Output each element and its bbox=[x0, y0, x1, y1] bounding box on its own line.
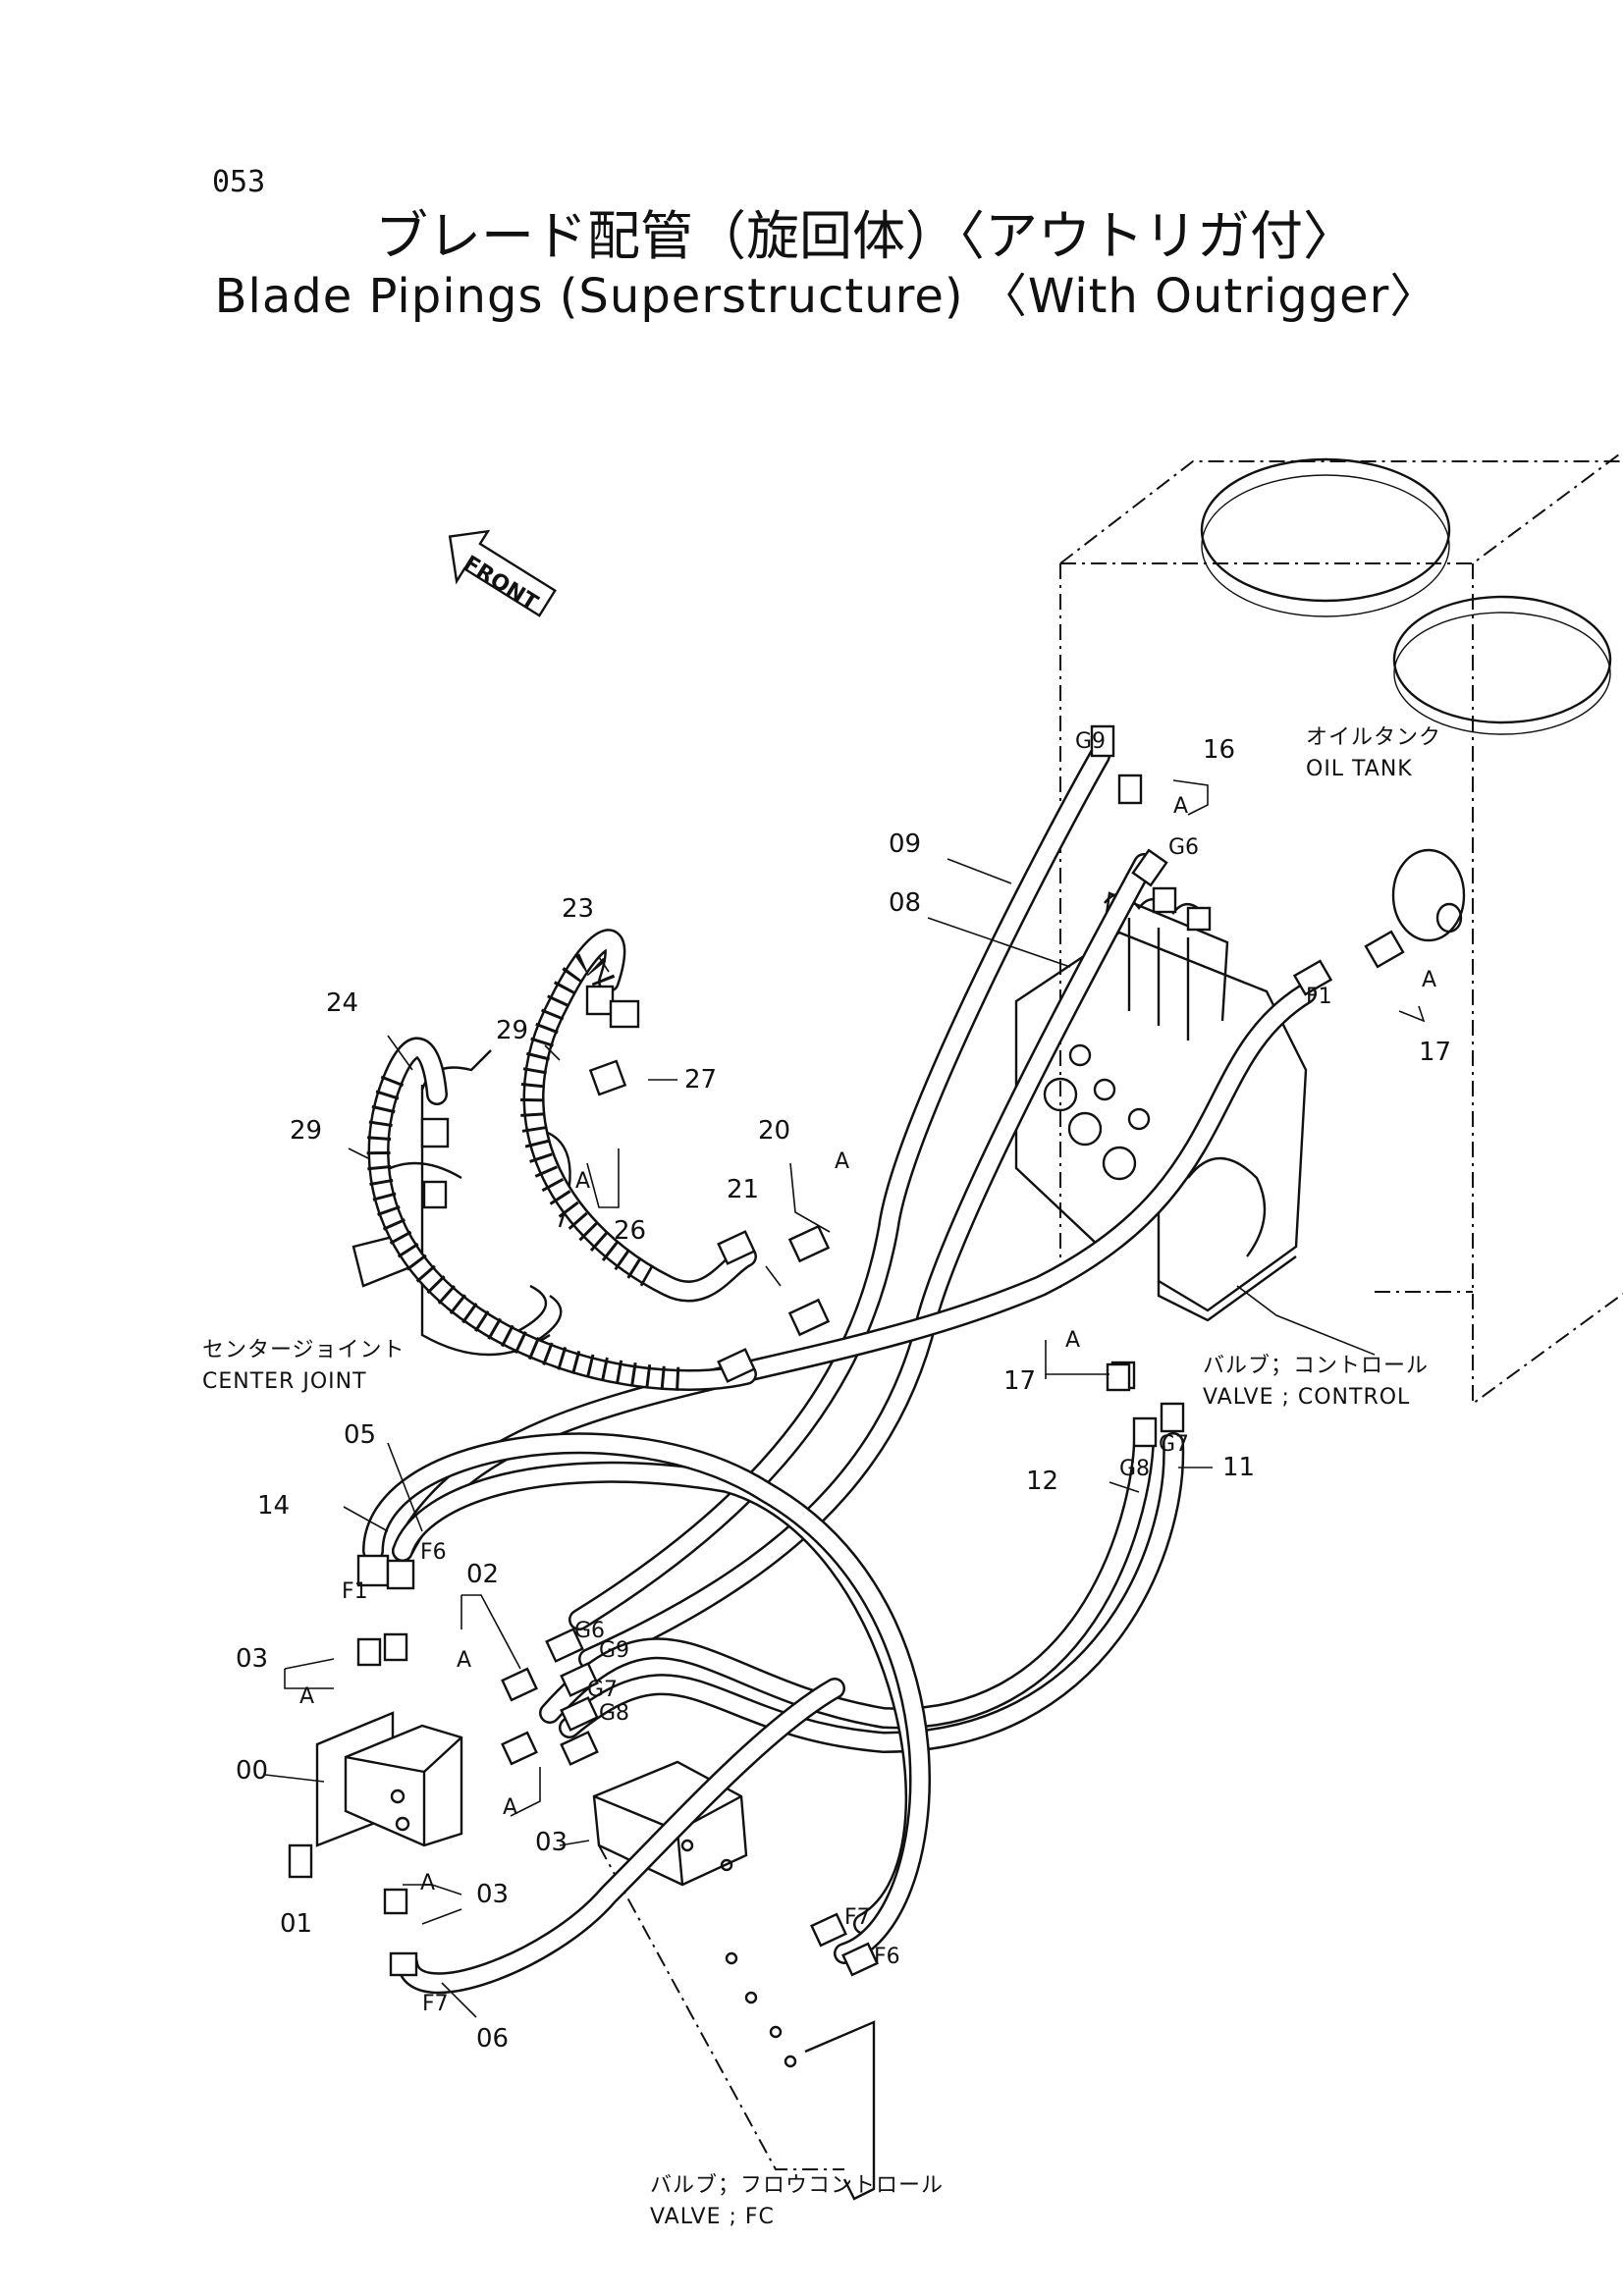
port-label: G6 bbox=[1168, 835, 1199, 860]
part-label: 23 bbox=[562, 894, 594, 924]
part-label: 20 bbox=[758, 1116, 790, 1146]
flow-control-valve bbox=[592, 1760, 876, 2201]
part-label: 26 bbox=[614, 1216, 646, 1246]
port-label: F1 bbox=[342, 1579, 368, 1604]
hoses bbox=[362, 745, 1317, 1995]
port-label: G7 bbox=[1159, 1432, 1189, 1457]
valve-fc-label-en: VALVE ; FC bbox=[650, 2205, 775, 2229]
leader-lines bbox=[264, 779, 1426, 2018]
page-number: 053 bbox=[212, 165, 266, 199]
port-label: F7 bbox=[422, 1992, 449, 2016]
part-label: 14 bbox=[257, 1491, 290, 1521]
center-joint-label-en: CENTER JOINT bbox=[202, 1369, 367, 1394]
valve-fc-label-jp: バルブ；フロウコントロール bbox=[650, 2173, 944, 2198]
port-label: G8 bbox=[599, 1701, 629, 1726]
group-marker: A bbox=[835, 1149, 849, 1174]
spiral-hoses bbox=[366, 929, 757, 1391]
part-label: 03 bbox=[476, 1880, 509, 1909]
part-label: 16 bbox=[1203, 735, 1235, 765]
part-label: 27 bbox=[684, 1065, 717, 1095]
part-label: 08 bbox=[889, 888, 921, 918]
front-arrow-icon bbox=[448, 529, 557, 617]
port-label: G7 bbox=[587, 1678, 618, 1702]
group-marker: A bbox=[1422, 968, 1436, 992]
front-arrow-label: FRONT bbox=[459, 552, 542, 616]
group-marker: A bbox=[457, 1648, 471, 1673]
part-label: 29 bbox=[290, 1116, 322, 1146]
part-label: 21 bbox=[727, 1175, 759, 1204]
part-label: 00 bbox=[236, 1756, 268, 1786]
part-label: 01 bbox=[280, 1909, 312, 1939]
part-label: 03 bbox=[236, 1644, 268, 1674]
part-label: 24 bbox=[326, 988, 358, 1018]
port-label: G6 bbox=[574, 1619, 605, 1643]
part-label: 12 bbox=[1026, 1467, 1058, 1496]
fittings bbox=[288, 724, 1405, 1977]
part-label: 02 bbox=[466, 1560, 499, 1589]
group-marker: A bbox=[299, 1684, 314, 1709]
group-marker: A bbox=[503, 1795, 517, 1820]
port-label: F1 bbox=[1306, 985, 1332, 1009]
port-label: G9 bbox=[1075, 729, 1106, 754]
oil-tank-label-en: OIL TANK bbox=[1306, 757, 1413, 781]
part-label: 03 bbox=[535, 1828, 568, 1857]
oil-tank bbox=[1059, 451, 1623, 1406]
part-label: 06 bbox=[476, 2024, 509, 2054]
valve-control-label-jp: バルブ；コントロール bbox=[1203, 1354, 1429, 1378]
part-label: 11 bbox=[1222, 1453, 1255, 1482]
port-label: F6 bbox=[420, 1540, 447, 1565]
group-marker: A bbox=[420, 1871, 435, 1896]
part-label: 09 bbox=[889, 829, 921, 859]
group-marker: A bbox=[1065, 1328, 1080, 1353]
part-label: 29 bbox=[496, 1016, 528, 1045]
group-marker: A bbox=[575, 1169, 590, 1194]
part-label: 17 bbox=[1003, 1366, 1036, 1396]
block-00 bbox=[315, 1711, 463, 1847]
port-label: F7 bbox=[844, 1905, 871, 1930]
title-english: Blade Pipings (Superstructure) 〈With Out… bbox=[214, 269, 1438, 324]
group-marker: A bbox=[1173, 794, 1188, 819]
port-label: G8 bbox=[1119, 1457, 1150, 1481]
oil-tank-label-jp: オイルタンク bbox=[1306, 725, 1441, 750]
port-label: G9 bbox=[599, 1638, 629, 1663]
part-label: 05 bbox=[344, 1420, 376, 1450]
port-label: F6 bbox=[874, 1945, 900, 1969]
title-japanese: ブレード配管（旋回体）〈アウトリガ付〉 bbox=[375, 205, 1356, 267]
center-joint-label-jp: センタージョイント bbox=[202, 1338, 406, 1362]
part-label: 17 bbox=[1419, 1038, 1451, 1067]
valve-control-label-en: VALVE ; CONTROL bbox=[1203, 1385, 1410, 1410]
